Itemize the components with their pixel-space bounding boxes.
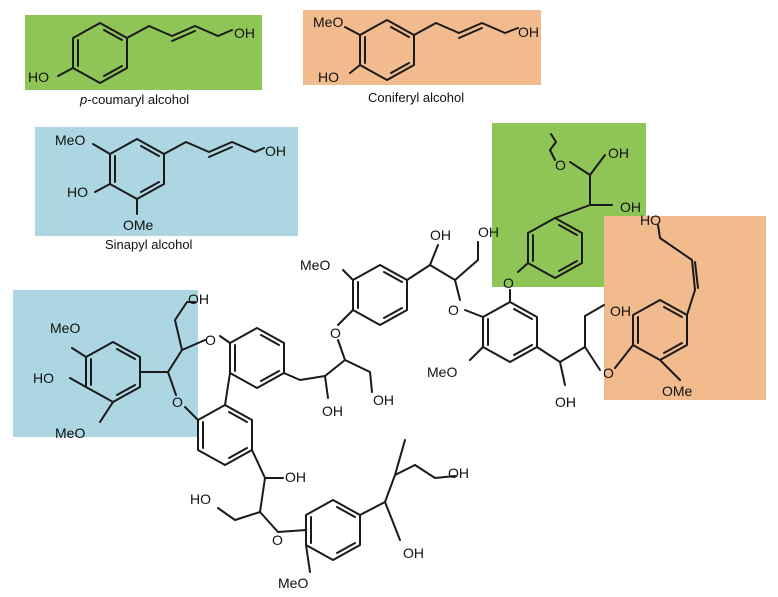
polymer-green-oh1: OH	[608, 145, 629, 161]
polymer-coniferyl-o: O	[603, 365, 614, 381]
polymer-syringyl-o-mid: O	[448, 302, 459, 318]
polymer-coniferyl-ho: HO	[640, 212, 661, 228]
coniferyl-alcohol-structure: MeO OH HO	[313, 14, 539, 85]
polymer-green-oh2: OH	[620, 199, 641, 215]
polymer-dibenzo-o-top: O	[205, 332, 216, 348]
sinapyl-ho-label: HO	[67, 184, 88, 200]
sinapyl-alcohol-structure: MeO OH HO OMe	[55, 132, 286, 233]
polymer-bottom-ho: HO	[190, 491, 211, 507]
polymer-guaiacyl-oh2: OH	[373, 392, 394, 408]
polymer-guaiacyl-upper: MeO O OH OH OH OH	[300, 224, 499, 419]
sinapyl-box	[35, 127, 298, 236]
p-coumaryl-ho-label: HO	[28, 69, 49, 85]
sinapyl-meo-label: MeO	[55, 132, 85, 148]
polymer-sinapyl-ho: HO	[33, 370, 54, 386]
polymer-syringyl-oh2: OH	[610, 303, 631, 319]
polymer-sinapyl-meo-bottom: MeO	[55, 425, 85, 441]
coniferyl-oh-label: OH	[518, 24, 539, 40]
polymer-guaiacyl-o: O	[330, 325, 341, 341]
p-coumaryl-alcohol-structure: OH HO	[28, 22, 255, 85]
p-coumaryl-caption: p-coumaryl alcohol	[79, 92, 189, 107]
coniferyl-box	[303, 10, 541, 85]
coniferyl-caption: Coniferyl alcohol	[368, 90, 464, 105]
polymer-guaiacyl-oh1: OH	[322, 403, 343, 419]
coniferyl-unit-box	[604, 216, 766, 400]
polymer-center-oh2: OH	[478, 224, 499, 240]
polymer-dibenzo-o-bottom: O	[172, 394, 183, 410]
coniferyl-meo-label: MeO	[313, 14, 343, 30]
polymer-syringyl-meo: MeO	[427, 364, 457, 380]
sinapyl-oh-label: OH	[265, 143, 286, 159]
polymer-coniferyl-unit: HO O OMe	[603, 212, 699, 399]
polymer-guaiacyl-meo: MeO	[300, 257, 330, 273]
polymer-p-coumaryl-unit: OH OH O	[517, 133, 641, 279]
polymer-sinapyl-unit: MeO HO MeO OH	[33, 291, 209, 441]
polymer-bottom-o: O	[272, 532, 283, 548]
polymer-sinapyl-ch2oh: OH	[188, 291, 209, 307]
polymer-bottom-oh3: OH	[448, 465, 469, 481]
polymer-guaiacyl-bottom: OH HO O MeO OH OH	[190, 439, 469, 591]
sinapyl-caption: Sinapyl alcohol	[105, 237, 193, 252]
polymer-center-oh1: OH	[430, 227, 451, 243]
coniferyl-ho-label: HO	[318, 69, 339, 85]
p-coumaryl-box	[25, 15, 262, 90]
polymer-syringyl-o-top: O	[503, 275, 514, 291]
polymer-syringyl-center: O O MeO OH OH	[427, 275, 631, 410]
polymer-syringyl-oh1: OH	[555, 394, 576, 410]
sinapyl-ome-label: OMe	[123, 217, 154, 233]
polymer-bottom-oh1: OH	[285, 469, 306, 485]
polymer-bottom-oh2: OH	[403, 545, 424, 561]
p-coumaryl-oh-label: OH	[234, 25, 255, 41]
polymer-green-o: O	[555, 157, 566, 173]
polymer-bottom-meo: MeO	[278, 575, 308, 591]
polymer-sinapyl-meo-top: MeO	[50, 320, 80, 336]
polymer-coniferyl-ome: OMe	[662, 383, 693, 399]
